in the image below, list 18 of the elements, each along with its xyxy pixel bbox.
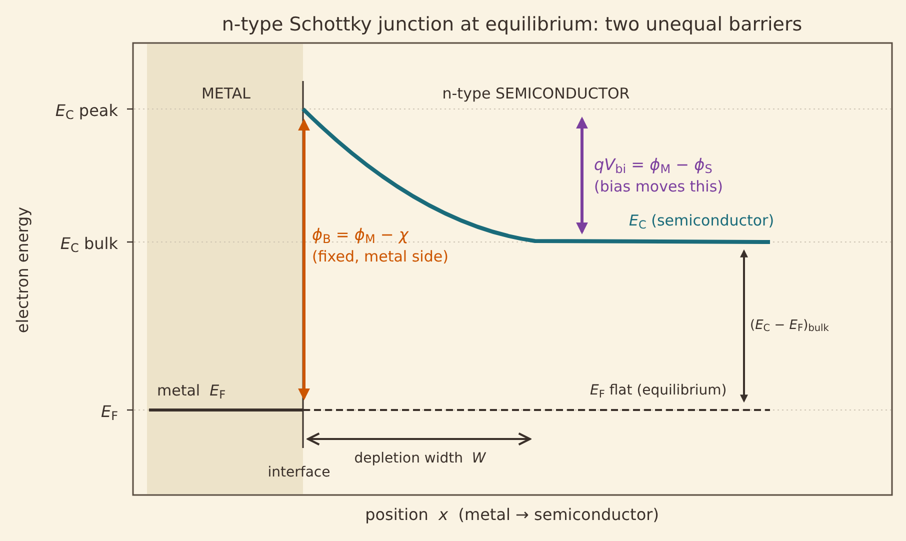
axis-title: electron energy [13,206,33,334]
axis-tick-label: E$_{C}$ bulk [60,234,118,254]
chart-title: n-type Schottky junction at equilibrium: two unequal barriers [222,16,802,34]
level-label: E$_{F}$ flat (equilibrium) [590,382,727,400]
annotation: interface [268,464,330,482]
equation-label: (E$_{C}$ − E$_{F}$)$_{bulk}$ [750,318,829,334]
annotation: (bias moves this) [594,178,724,196]
axis-tick-label: E$_{C}$ peak [55,101,118,121]
region-label: METAL [201,84,251,104]
equation-label: qV$_{bi}$ = ϕ$_{M}$ − ϕ$_{S}$ [594,155,712,175]
region-label: n-type SEMICONDUCTOR [442,84,630,104]
equation-label: ϕ$_{B}$ = ϕ$_{M}$ − χ [312,225,408,245]
axis-tick-label: E$_{F}$ [100,402,118,422]
axis-title: position x (metal → semiconductor) [365,505,659,525]
curve-label: E$_{C}$ (semiconductor) [629,212,774,230]
level-label: metal E$_{F}$ [157,382,226,400]
dimension-label: depletion width W [354,450,486,468]
annotation: (fixed, metal side) [312,248,448,266]
